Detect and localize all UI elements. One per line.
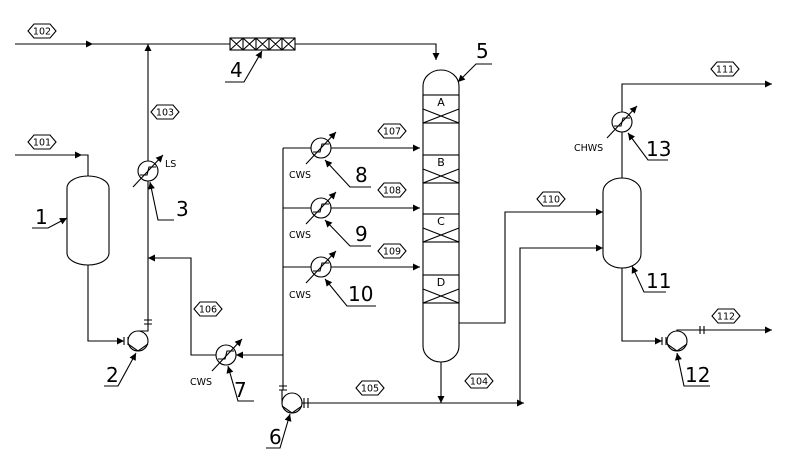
column-5: A B C D	[422, 69, 460, 363]
pump-12	[661, 326, 705, 352]
stream-tag-107: 107	[377, 123, 407, 139]
svg-text:106: 106	[199, 305, 217, 316]
column-section-a: A	[437, 96, 445, 109]
column-section-b: B	[437, 156, 445, 169]
svg-text:10: 10	[348, 282, 373, 306]
svg-text:102: 102	[33, 27, 51, 38]
utility-labels: LS CWS CWS CWS CWS CHWS	[165, 143, 603, 388]
svg-text:9: 9	[355, 222, 368, 246]
svg-text:112: 112	[717, 312, 735, 323]
svg-text:101: 101	[33, 138, 51, 149]
svg-text:5: 5	[476, 39, 489, 63]
svg-text:12: 12	[685, 363, 710, 387]
stream-tag-103: 103	[150, 104, 180, 120]
stream-tag-102: 102	[27, 23, 57, 39]
line-104-to-separator	[519, 244, 603, 403]
svg-text:11: 11	[646, 269, 671, 293]
svg-text:110: 110	[542, 195, 560, 206]
utility-cws-8: CWS	[289, 170, 311, 181]
drum-1	[66, 175, 110, 266]
line-sep-bottoms	[621, 265, 662, 345]
column-section-d: D	[437, 276, 445, 289]
stream-tag-101: 101	[27, 134, 57, 150]
svg-text:8: 8	[355, 163, 368, 187]
svg-text:13: 13	[646, 137, 671, 161]
utility-cws-10: CWS	[289, 290, 311, 301]
svg-text:108: 108	[383, 186, 401, 197]
equipment-tag-8: 8	[324, 159, 371, 188]
line-106	[148, 254, 216, 356]
svg-text:105: 105	[361, 384, 379, 395]
svg-text:4: 4	[230, 58, 243, 82]
equipment-tag-9: 9	[324, 219, 371, 247]
column-section-c: C	[437, 215, 445, 228]
equipment-tag-4: 4	[225, 50, 263, 83]
equipment-tag-12: 12	[675, 352, 710, 387]
equipment-tag-6: 6	[266, 413, 292, 449]
heater-3	[132, 154, 164, 188]
cooler-7	[211, 338, 243, 372]
equipment-tag-10: 10	[324, 278, 376, 307]
line-101-to-drum1	[82, 154, 89, 176]
svg-text:111: 111	[716, 65, 734, 76]
stream-tag-111: 111	[710, 61, 740, 77]
cooler-9	[305, 191, 337, 225]
line-110	[459, 208, 603, 324]
stream-tag-112: 112	[711, 308, 741, 324]
utility-ls: LS	[165, 159, 176, 170]
chiller-13	[606, 105, 638, 139]
pump-6	[279, 385, 309, 414]
equipment-tag-5: 5	[457, 39, 492, 83]
cooler-10	[305, 250, 337, 284]
stream-tag-109: 109	[377, 243, 407, 259]
utility-chws-13: CHWS	[574, 143, 603, 154]
stream-tag-108: 108	[377, 182, 407, 198]
svg-text:7: 7	[234, 378, 247, 402]
svg-text:109: 109	[383, 247, 401, 258]
utility-cws-7: CWS	[190, 377, 212, 388]
cooler-8	[305, 131, 337, 165]
utility-cws-9: CWS	[289, 230, 311, 241]
equipment-tag-1: 1	[32, 205, 68, 229]
svg-text:3: 3	[176, 197, 189, 221]
equipment-tag-11: 11	[631, 265, 671, 293]
line-mixer-to-column	[295, 43, 440, 60]
stream-labels: 102 101 103 106 107 108 109 105	[27, 23, 741, 396]
pump-2	[123, 319, 152, 352]
svg-text:104: 104	[470, 377, 488, 388]
process-lines	[15, 40, 772, 407]
svg-text:6: 6	[269, 425, 282, 449]
line-111	[621, 80, 772, 112]
svg-text:107: 107	[383, 127, 401, 138]
svg-text:1: 1	[35, 205, 48, 229]
svg-text:103: 103	[156, 108, 174, 119]
equipment-tag-13: 13	[627, 132, 671, 161]
svg-text:2: 2	[106, 363, 119, 387]
stream-tag-105: 105	[355, 380, 385, 396]
separator-11	[602, 177, 642, 269]
equipment-tag-2: 2	[104, 352, 137, 387]
equipment-tag-7: 7	[226, 365, 254, 402]
stream-tag-106: 106	[193, 301, 223, 317]
equipment-tag-3: 3	[148, 181, 189, 221]
line-drum1-to-pump2	[87, 265, 124, 345]
stream-tag-104: 104	[464, 373, 494, 389]
static-mixer-4	[229, 37, 296, 51]
equipment-tags: 1 2 3 4 5 6 7 8	[32, 39, 710, 449]
stream-tag-110: 110	[536, 191, 566, 207]
